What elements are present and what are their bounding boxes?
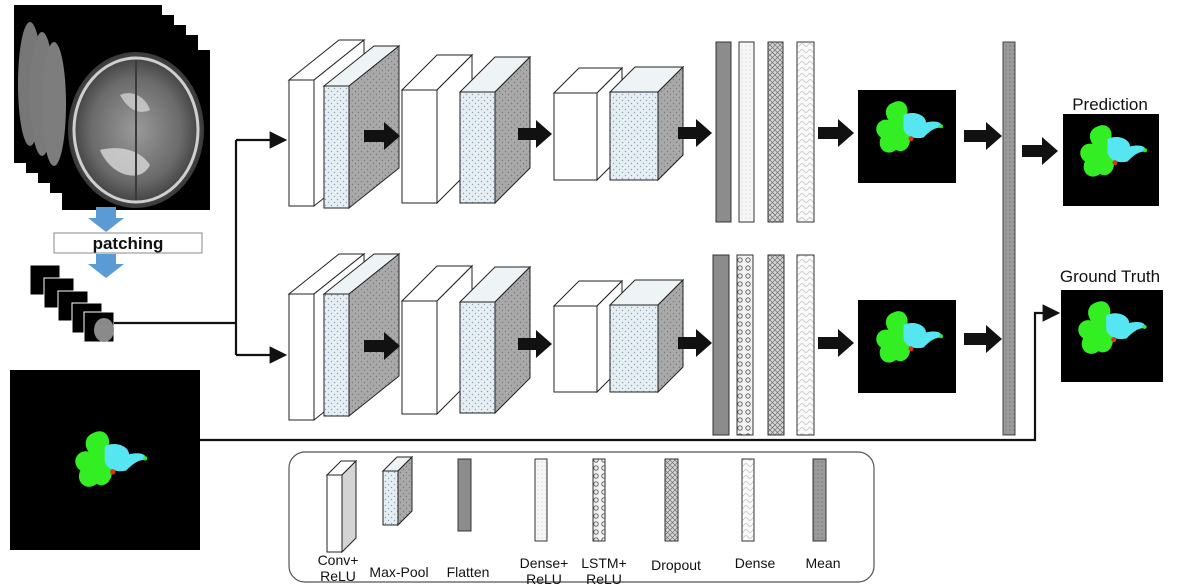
- max-pool-block: [458, 265, 532, 415]
- patching-box: [53, 232, 203, 254]
- legend-label-mean: Mean: [805, 555, 840, 571]
- max-pool-block: [322, 44, 401, 210]
- legend-mean-icon: [812, 458, 827, 542]
- down-arrow-icon: [88, 254, 124, 278]
- legend-dense-relu-icon: [534, 458, 548, 542]
- dense-relu-layer: [738, 41, 755, 223]
- legend-flatten-icon: [457, 458, 472, 532]
- branch-top: [287, 38, 956, 223]
- max-pool-block: [608, 65, 685, 182]
- legend-label-dropout: Dropout: [651, 557, 701, 573]
- prediction-patch: [858, 300, 956, 393]
- prediction-patch: [858, 90, 956, 183]
- patch-stack: [29, 264, 115, 343]
- max-pool-block: [458, 55, 532, 205]
- legend-label-max-pool: Max-Pool: [369, 564, 428, 580]
- connection-lines: [114, 131, 1061, 442]
- legend-label-conv-relu-line2: ReLU: [320, 568, 356, 584]
- legend: Conv+ ReLU Max-Pool Flatten Dense+ ReLU …: [288, 451, 875, 587]
- input-mask: [10, 370, 200, 550]
- dense-layer: [796, 254, 815, 436]
- legend-dense-icon: [741, 458, 755, 542]
- max-pool-block: [608, 278, 685, 394]
- down-arrow-icon: [88, 207, 124, 232]
- legend-label-conv-relu-line1: Conv+: [318, 552, 359, 568]
- branch-bottom: [287, 252, 956, 436]
- prediction-output: [1063, 114, 1159, 206]
- legend-label-flatten: Flatten: [447, 564, 490, 580]
- max-pool-block: [322, 252, 401, 418]
- flatten-layer: [715, 41, 732, 223]
- legend-label-lstm-relu-line2: ReLU: [586, 571, 622, 587]
- legend-conv-relu-icon: [325, 459, 358, 554]
- flow-arrows: [364, 119, 1058, 360]
- legend-label-dense: Dense: [735, 555, 776, 571]
- prediction-title: Prediction: [1072, 95, 1148, 114]
- dropout-layer: [767, 254, 785, 436]
- mean-layer: [1002, 41, 1016, 436]
- ground-truth-title: Ground Truth: [1060, 267, 1160, 286]
- legend-max-pool-icon: [381, 455, 414, 527]
- legend-label-dense-relu-line1: Dense+: [520, 555, 569, 571]
- mri-slice-stack: [14, 5, 210, 210]
- lstm-relu-layer: [736, 254, 754, 436]
- legend-label-lstm-relu-line1: LSTM+: [581, 555, 627, 571]
- flatten-layer: [712, 254, 730, 436]
- legend-lstm-relu-icon: [592, 458, 606, 542]
- patching-label: patching: [93, 234, 164, 253]
- legend-dropout-icon: [664, 458, 679, 542]
- legend-frame: [288, 451, 875, 583]
- ground-truth-output: [1061, 290, 1163, 382]
- legend-label-dense-relu-line2: ReLU: [526, 571, 562, 587]
- dropout-layer: [767, 41, 784, 223]
- dense-layer: [796, 41, 815, 223]
